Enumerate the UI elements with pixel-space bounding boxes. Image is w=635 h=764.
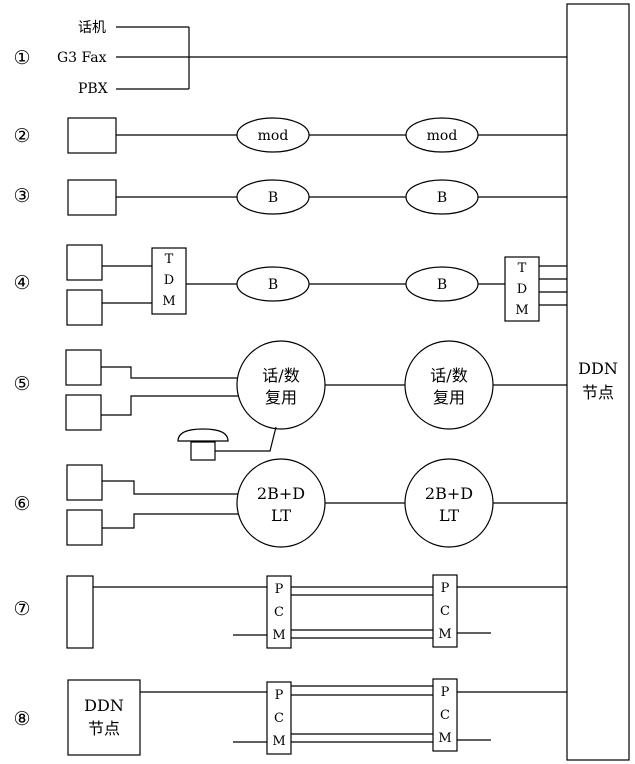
pcm-box-2: [432, 678, 458, 752]
row-number-6: ⑥: [13, 493, 30, 515]
lt-input-line: [102, 480, 238, 495]
modem-ellipse-1: [236, 117, 310, 153]
ddn-node-main-label-1: DDN: [578, 359, 618, 378]
pcm-letter: C: [274, 605, 284, 620]
voice-data-mux-label: 话/数: [262, 366, 299, 385]
b-label-2: B: [437, 190, 447, 206]
terminal-box: [67, 117, 117, 154]
pcm-letter: P: [441, 685, 450, 700]
b-label-1: B: [268, 277, 278, 293]
tdm-letter: M: [515, 303, 528, 318]
tdm-letter: D: [517, 282, 527, 297]
pcm-box-2: [432, 574, 458, 648]
isdn-lt-label: LT: [439, 506, 459, 525]
pcm-letter: C: [274, 711, 284, 726]
terminal-box: [66, 289, 103, 326]
tdm-letter: D: [164, 273, 174, 288]
row-number-4: ④: [13, 272, 30, 294]
b-label-2: B: [437, 277, 447, 293]
pcm-letter: P: [275, 582, 284, 597]
terminal-box: [65, 349, 102, 386]
modem-label-1: mod: [258, 128, 289, 144]
terminal-box: [66, 509, 103, 546]
mux-input-line: [101, 395, 240, 416]
pcm-letter: M: [438, 627, 451, 642]
row-4: ④ T D M B B T D M: [13, 244, 567, 326]
ddn-node-main-label-2: 节点: [582, 383, 614, 402]
row-number-3: ③: [13, 185, 30, 207]
row-number-1: ①: [13, 47, 30, 69]
isdn-lt-1: [236, 458, 326, 548]
modem-ellipse-2: [405, 117, 479, 153]
telephone-line: [215, 426, 277, 452]
fax-label: G3 Fax: [57, 50, 107, 66]
terminal-box: [66, 464, 103, 501]
tdm-letter: T: [518, 261, 527, 276]
lt-input-line: [102, 513, 240, 529]
pcm-box-1: [266, 681, 292, 755]
ddn-node-main: [566, 3, 630, 761]
tdm-box-1: [151, 247, 187, 315]
row-2: ② mod mod: [13, 117, 567, 154]
terminal-box: [67, 179, 117, 216]
pcm-letter: M: [272, 628, 285, 643]
pcm-letter: P: [275, 688, 284, 703]
row-8: ⑧ DDN 节点 P C M P C M: [13, 678, 567, 756]
b-channel-ellipse-1: [236, 179, 310, 215]
ddn-node-small: [67, 679, 141, 756]
isdn-lt-label: 2B+D: [257, 484, 305, 503]
pbx-label: PBX: [78, 81, 108, 97]
mux-input-line: [101, 366, 237, 379]
pcm-letter: M: [438, 731, 451, 746]
row-number-7: ⑦: [13, 598, 30, 620]
pcm-letter: M: [272, 734, 285, 749]
phone-label: 话机: [78, 20, 106, 36]
row-3: ③ B B: [13, 179, 567, 216]
row-number-8: ⑧: [13, 708, 30, 730]
pcm-letter: C: [440, 604, 450, 619]
terminal-box: [65, 394, 102, 431]
telephone-icon: [177, 428, 229, 461]
row-6: ⑥ 2B+D LT 2B+D LT: [13, 458, 567, 548]
ddn-node-small-label-1: DDN: [84, 696, 124, 715]
pcm-letter: C: [440, 708, 450, 723]
modem-label-2: mod: [427, 128, 458, 144]
voice-data-mux-label: 复用: [433, 388, 465, 407]
pcm-letter: P: [441, 581, 450, 596]
tdm-letter: M: [162, 294, 175, 309]
terminal-box-tall: [66, 575, 94, 649]
terminal-box: [66, 244, 103, 281]
b-label-1: B: [268, 190, 278, 206]
b-channel-ellipse-2: [405, 179, 479, 215]
pcm-box-1: [266, 575, 292, 649]
tdm-letter: T: [165, 252, 174, 267]
ddn-node-small-label-2: 节点: [88, 719, 120, 738]
row-number-5: ⑤: [13, 373, 30, 395]
tdm-box-2: [504, 256, 540, 322]
voice-data-mux-label: 复用: [265, 388, 297, 407]
row-1: ① 话机 G3 Fax PBX: [13, 20, 567, 97]
voice-data-mux-2: [404, 340, 494, 430]
row-number-2: ②: [13, 125, 30, 147]
b-channel-ellipse-2: [405, 266, 479, 302]
isdn-lt-2: [404, 458, 494, 548]
voice-data-mux-label: 话/数: [430, 366, 467, 385]
voice-data-mux-1: [236, 340, 326, 430]
isdn-lt-label: 2B+D: [425, 484, 473, 503]
b-channel-ellipse-1: [236, 266, 310, 302]
row-5: ⑤ 话/数 复用 话/数 复用: [13, 340, 567, 461]
isdn-lt-label: LT: [271, 506, 291, 525]
row-7: ⑦ P C M P C M: [13, 574, 567, 649]
